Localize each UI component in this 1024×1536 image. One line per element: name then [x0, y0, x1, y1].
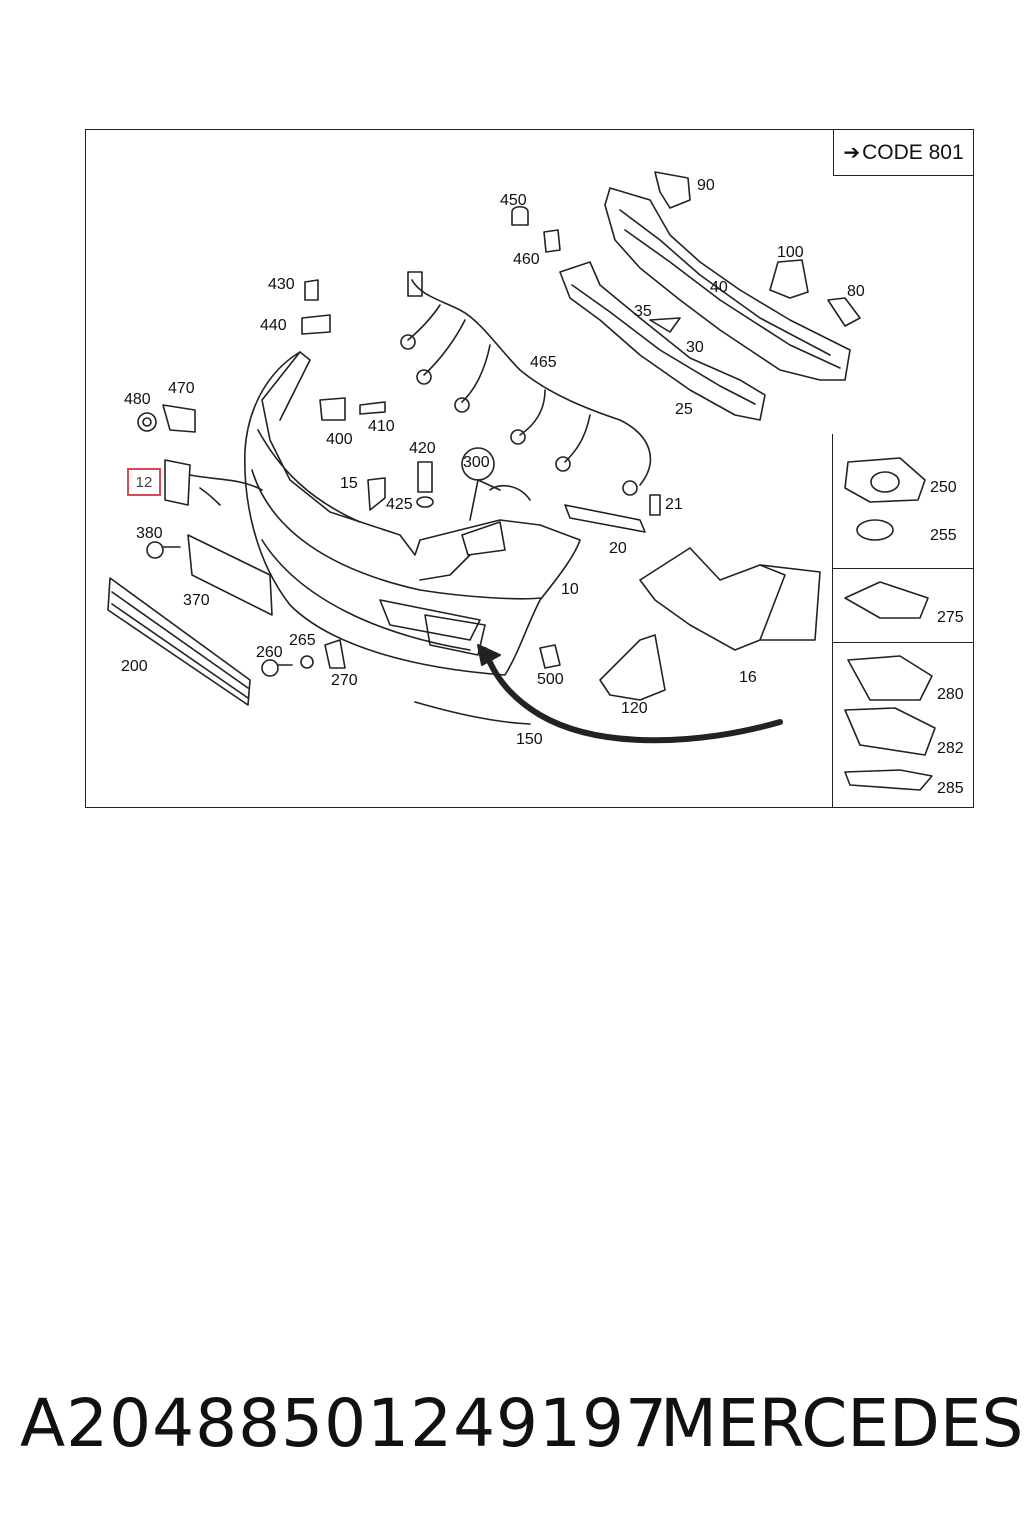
callout-425: 425 [386, 496, 413, 513]
parts-drawing [107, 171, 936, 791]
direction-arrow [482, 647, 783, 744]
callout-12: 12 [135, 473, 153, 491]
callout-500: 500 [537, 671, 564, 688]
callout-255: 255 [930, 527, 957, 544]
callout-30: 30 [686, 339, 704, 356]
callout-465: 465 [530, 354, 557, 371]
wiring-harness [400, 271, 652, 496]
callout-260: 260 [256, 644, 283, 661]
side-panel-parts [844, 457, 936, 791]
side-panel [832, 434, 974, 808]
callout-440: 440 [260, 317, 287, 334]
callout-410: 410 [368, 418, 395, 435]
callout-275: 275 [937, 609, 964, 626]
callout-280: 280 [937, 686, 964, 703]
callout-21: 21 [665, 496, 683, 513]
highlighted-part-12[interactable]: 12 [127, 468, 161, 496]
right-arrow-icon: ➔ [843, 142, 861, 164]
callout-40: 40 [710, 279, 728, 296]
callout-200: 200 [121, 658, 148, 675]
callout-250: 250 [930, 479, 957, 496]
callout-150: 150 [516, 731, 543, 748]
callout-90: 90 [697, 177, 715, 194]
callout-265: 265 [289, 632, 316, 649]
code-label-text: CODE 801 [862, 140, 964, 164]
callout-80: 80 [847, 283, 865, 300]
callout-300: 300 [463, 454, 490, 471]
side-panel-divider [832, 642, 974, 643]
callout-120: 120 [621, 700, 648, 717]
callout-380: 380 [136, 525, 163, 542]
callout-10: 10 [561, 581, 579, 598]
bumper-cover [243, 351, 581, 676]
callout-285: 285 [937, 780, 964, 797]
callout-420: 420 [409, 440, 436, 457]
callout-470: 470 [168, 380, 195, 397]
callout-270: 270 [331, 672, 358, 689]
part-number: A20488501249197 [20, 1385, 669, 1462]
callout-282: 282 [937, 740, 964, 757]
reinforcement-beam [559, 187, 851, 421]
callout-100: 100 [777, 244, 804, 261]
callout-450: 450 [500, 192, 527, 209]
callout-25: 25 [675, 401, 693, 418]
arrow-head [477, 644, 501, 666]
callout-460: 460 [513, 251, 540, 268]
side-panel-divider [832, 568, 974, 569]
hardware-parts [107, 171, 861, 725]
callout-16: 16 [739, 669, 757, 686]
callout-370: 370 [183, 592, 210, 609]
callout-430: 430 [268, 276, 295, 293]
callout-480: 480 [124, 391, 151, 408]
callout-15: 15 [340, 475, 358, 492]
callout-35: 35 [634, 303, 652, 320]
code-label-box: ➔ CODE 801 [833, 130, 973, 176]
brand-name: MERCEDES [660, 1385, 1024, 1462]
diagram-frame [85, 129, 974, 808]
callout-400: 400 [326, 431, 353, 448]
callout-20: 20 [609, 540, 627, 557]
